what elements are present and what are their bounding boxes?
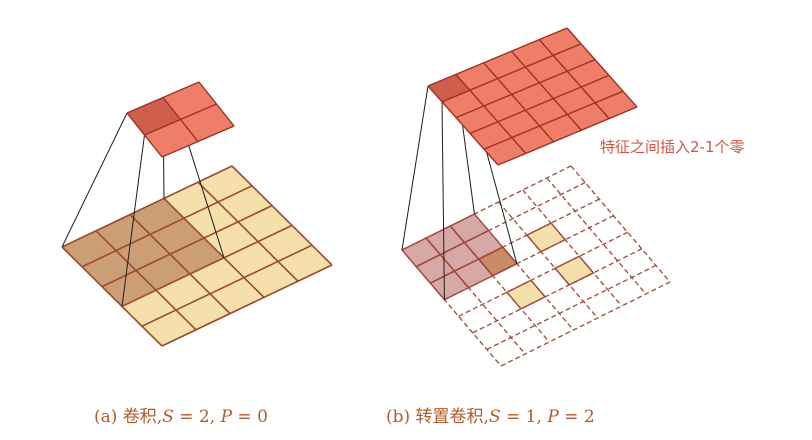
input-grid-line — [95, 230, 197, 331]
output-feature-map — [428, 28, 637, 165]
kernel-window — [62, 198, 224, 307]
output-grid-line — [427, 27, 568, 87]
input-feature-cell — [506, 280, 546, 309]
input-feature-cell — [526, 223, 566, 252]
zero-grid-line — [522, 189, 623, 307]
input-grid-line — [101, 204, 273, 288]
input-feature-cell — [555, 256, 594, 285]
projection-line — [61, 112, 128, 248]
output-grid-line — [566, 27, 638, 108]
input-feature-outline — [505, 279, 547, 310]
input-feature-cell — [478, 247, 517, 276]
caption-transposed-convolution: (b) 转置卷积,S = 1, P = 2 — [386, 407, 595, 427]
input-grid-line — [161, 264, 333, 347]
zero-insertion-note: 特征之间插入2-1个零 — [600, 138, 745, 156]
output-active-cell — [127, 97, 181, 135]
output-grid-line — [483, 62, 555, 143]
transposed-convolution-diagram — [400, 27, 671, 367]
input-grid-line — [231, 165, 333, 266]
input-grid-line — [121, 224, 293, 308]
input-grid-line — [61, 165, 233, 248]
input-feature-outline — [525, 222, 567, 253]
zero-grid-line — [546, 177, 647, 295]
input-feature-outline — [553, 255, 595, 286]
output-grid-line — [427, 85, 499, 166]
projection-line — [121, 134, 145, 307]
convolution-diagram — [61, 81, 333, 347]
input-grid-line — [141, 244, 313, 327]
input-grid-line — [163, 197, 265, 298]
output-grid-line — [198, 81, 235, 127]
output-grid-line — [455, 73, 527, 154]
caption-convolution: (a) 卷积,S = 2, P = 0 — [94, 407, 268, 427]
input-grid-line — [81, 185, 253, 268]
zero-grid-line — [498, 201, 599, 319]
output-grid-line — [469, 74, 610, 135]
projection-line — [441, 101, 445, 300]
output-active-cell — [428, 74, 470, 102]
output-grid-line — [441, 43, 582, 103]
input-grid-line — [197, 181, 299, 282]
output-grid-line — [161, 125, 235, 158]
output-grid-line — [510, 50, 582, 131]
output-grid-line — [497, 106, 638, 166]
projection-line — [401, 85, 429, 251]
zero-grid-line — [570, 165, 671, 283]
kernel-window — [402, 214, 517, 300]
output-grid-line — [162, 97, 199, 142]
output-grid-line — [483, 90, 624, 150]
input-grid-line — [129, 214, 231, 315]
output-grid-line — [538, 39, 610, 120]
output-grid-line — [455, 58, 596, 119]
input-grid-line — [61, 246, 163, 347]
